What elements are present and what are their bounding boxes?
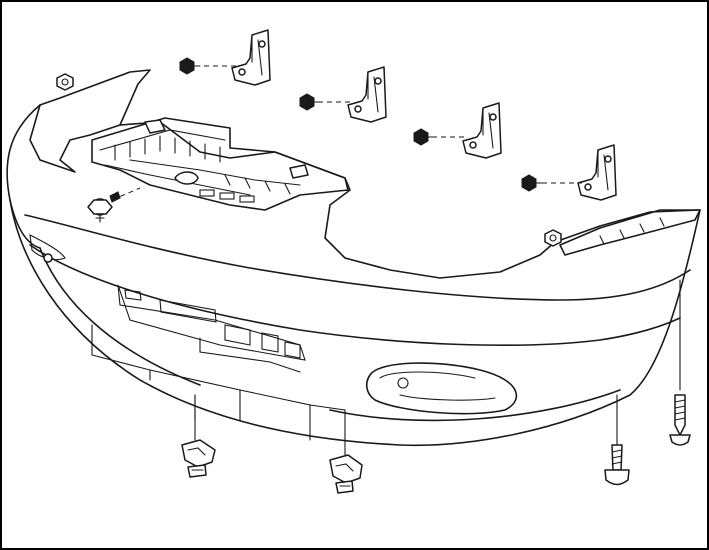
bracket-bolt-3	[413, 128, 468, 146]
mounting-bracket-2	[347, 66, 387, 123]
bumper-nut-left	[56, 73, 74, 91]
bumper-cover	[6, 69, 701, 447]
bracket-bolt-2	[299, 93, 352, 111]
bumper-upper-support	[91, 117, 349, 211]
lower-clip-left	[181, 394, 216, 478]
mounting-bracket-4	[577, 144, 617, 201]
bracket-bolt-4	[521, 174, 582, 192]
push-rivet	[87, 187, 141, 223]
bumper-right-flange	[559, 209, 701, 256]
mounting-bracket-3	[462, 102, 502, 159]
lower-clip-leader-frame	[91, 324, 346, 441]
mounting-bracket-1	[231, 29, 271, 86]
lower-screw-right	[669, 279, 691, 446]
bumper-nut-right	[544, 229, 562, 247]
lower-clip-right	[329, 409, 363, 494]
bracket-bolt-1	[179, 57, 238, 75]
lower-screw-center	[604, 394, 630, 486]
